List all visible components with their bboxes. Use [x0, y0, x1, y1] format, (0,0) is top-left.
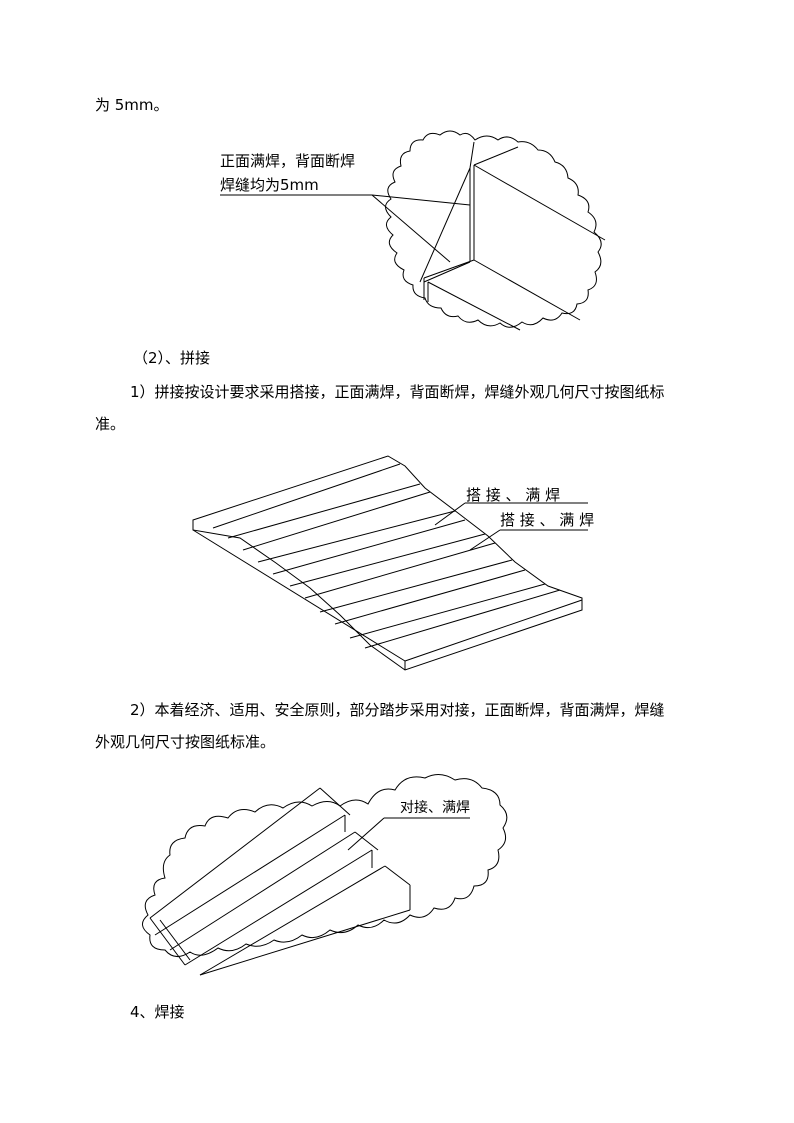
paragraph-2-line-2: 外观几何尺寸按图纸标准。 [95, 733, 276, 751]
figure-3-label: 对接、满焊 [400, 799, 470, 816]
figure-1-label-line-2: 焊缝均为5mm [220, 176, 319, 194]
section-4-title: 4、焊接 [130, 1003, 185, 1021]
paragraph-1-line-1: 1）拼接按设计要求采用搭接，正面满焊，背面断焊，焊缝外观几何尺寸按图纸标 [130, 383, 665, 401]
paragraph-1-line-2: 准。 [95, 415, 126, 433]
cloud-outline-3 [142, 774, 508, 957]
figure-2-label-1: 搭 接 、 满 焊 [466, 486, 560, 504]
text-line-top: 为 5mm。 [95, 96, 169, 114]
figure-1-label-line-1: 正面满焊，背面断焊 [220, 152, 355, 170]
cloud-outline-1 [385, 130, 602, 328]
section-title-splicing: （2）、拼接 [133, 349, 211, 367]
paragraph-2-line-1: 2）本着经济、适用、安全原则，部分踏步采用对接，正面断焊，背面满焊，焊缝 [130, 701, 665, 719]
figure-2-label-2: 搭 接 、 满 焊 [500, 511, 594, 529]
